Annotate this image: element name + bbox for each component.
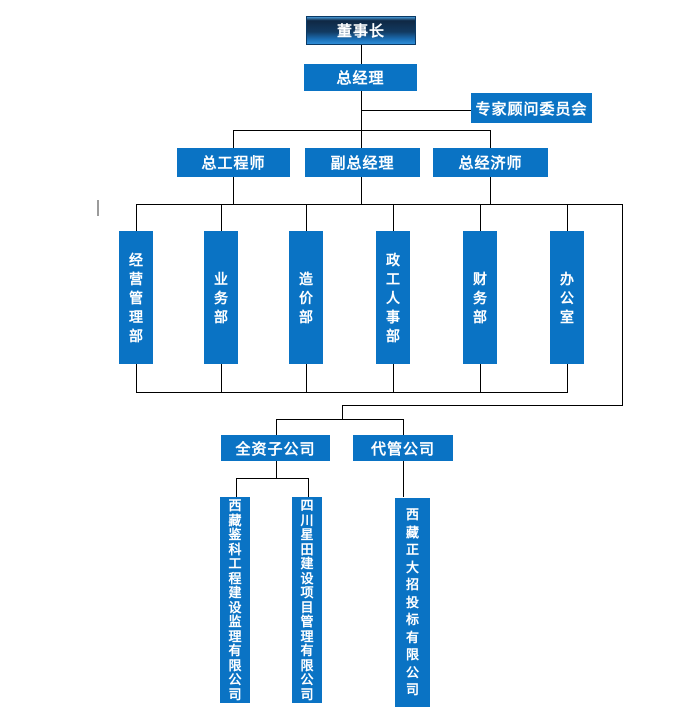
node-dept-office: 办公室 <box>550 231 584 364</box>
connector-group1-down <box>276 461 277 478</box>
connector-group1-stub <box>276 419 277 435</box>
connector-subsidiary-rail <box>236 478 309 479</box>
connector-dept-bottom-rail <box>136 392 568 393</box>
node-dept-business: 业务部 <box>204 231 238 364</box>
connector-mgr1-stub-top <box>233 130 234 148</box>
connector-step-rail <box>342 405 623 406</box>
connector-company3-stub <box>403 461 404 497</box>
connector-group2-stub <box>403 419 404 435</box>
node-group-managed: 代管公司 <box>353 435 453 461</box>
connector-dept5-stub-bottom <box>480 364 481 392</box>
connector-dept4-stub-bottom <box>393 364 394 392</box>
node-dept-cost: 造价部 <box>289 231 323 364</box>
node-advisory-committee: 专家顾问委员会 <box>471 93 592 123</box>
connector-dept2-stub-bottom <box>221 364 222 392</box>
connector-mgr2-stub-top <box>361 130 362 148</box>
connector-dept3-stub-top <box>306 204 307 231</box>
node-general-manager: 总经理 <box>304 64 417 91</box>
node-company-tibet-zhengda: 西藏正大招投标有限公司 <box>395 498 430 707</box>
node-dept-political-hr: 政工人事部 <box>376 231 410 364</box>
connector-dept6-stub-bottom <box>567 364 568 392</box>
connector-dept1-stub-bottom <box>136 364 137 392</box>
connector-dept5-stub-top <box>480 204 481 231</box>
connector-dept4-stub-top <box>393 204 394 231</box>
connector-step-vertical <box>342 405 343 420</box>
connector-dept3-stub-bottom <box>306 364 307 392</box>
node-group-wholly-owned: 全资子公司 <box>221 435 330 461</box>
node-company-sichuan-xingtian: 四川星田建设项目管理有限公司 <box>292 497 322 703</box>
node-deputy-general-manager: 副总经理 <box>305 148 420 177</box>
node-dept-operations-management: 经营管理部 <box>119 231 153 364</box>
node-chief-engineer: 总工程师 <box>177 148 290 177</box>
connector-advisory-branch <box>361 110 471 111</box>
connector-mgr2-stub-bottom <box>361 177 362 204</box>
connector-right-vertical <box>622 204 623 406</box>
node-chief-economist: 总经济师 <box>433 148 548 177</box>
connector-company2-stub <box>308 478 309 497</box>
node-dept-finance: 财务部 <box>463 231 497 364</box>
connector-company1-stub <box>236 478 237 497</box>
connector-dept6-stub-top <box>567 204 568 231</box>
node-chairman: 董事长 <box>306 16 416 45</box>
connector-chairman-gm <box>361 45 362 64</box>
connector-dept-top-rail <box>136 204 623 205</box>
stray-mark <box>97 200 99 216</box>
connector-manager-rail <box>233 130 491 131</box>
connector-group-rail <box>276 419 404 420</box>
connector-mgr3-stub-bottom <box>490 177 491 204</box>
connector-mgr3-stub-top <box>490 130 491 148</box>
connector-mgr1-stub-bottom <box>233 177 234 204</box>
connector-dept2-stub-top <box>221 204 222 231</box>
connector-dept1-stub-top <box>136 204 137 231</box>
node-company-tibet-jianke: 西藏鉴科工程建设监理有限公司 <box>220 497 250 703</box>
